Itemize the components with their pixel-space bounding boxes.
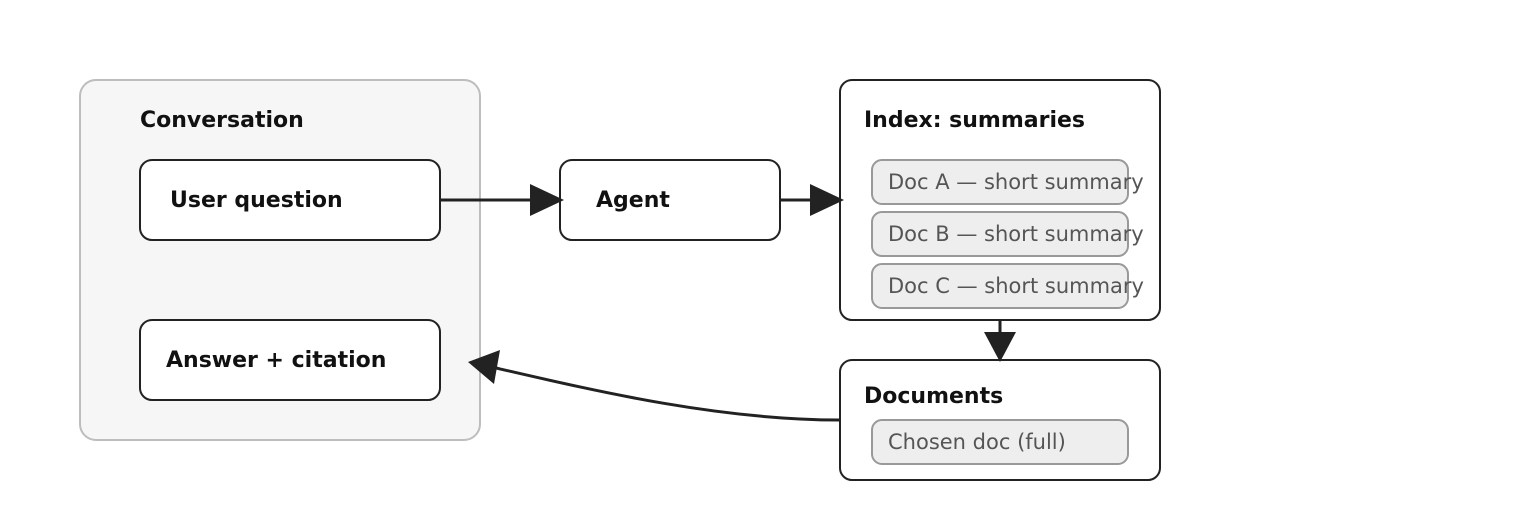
index-doc-item: Doc C — short summary xyxy=(871,263,1144,309)
agent-label: Agent xyxy=(596,188,670,213)
index-title: Index: summaries xyxy=(864,108,1085,133)
user-question-node: User question xyxy=(139,159,441,241)
answer-node: Answer + citation xyxy=(139,319,441,401)
conversation-title: Conversation xyxy=(140,108,304,133)
index-doc-label: Doc A — short summary xyxy=(888,170,1144,194)
chosen-doc-label: Chosen doc (full) xyxy=(888,430,1066,454)
arrow-question-to-agent xyxy=(440,184,564,216)
arrow-agent-to-index xyxy=(780,184,844,216)
answer-label: Answer + citation xyxy=(166,348,386,373)
index-doc-item: Doc A — short summary xyxy=(871,159,1144,205)
documents-node: Documents Chosen doc (full) xyxy=(839,359,1161,481)
arrow-index-to-documents xyxy=(984,320,1016,362)
user-question-label: User question xyxy=(170,188,343,213)
index-doc-label: Doc C — short summary xyxy=(888,274,1144,298)
arrow-documents-to-answer xyxy=(468,350,841,422)
index-node: Index: summaries Doc A — short summary D… xyxy=(839,79,1161,321)
agent-node: Agent xyxy=(559,159,781,241)
documents-title: Documents xyxy=(864,384,1003,409)
chosen-doc-item: Chosen doc (full) xyxy=(871,419,1129,465)
index-doc-label: Doc B — short summary xyxy=(888,222,1144,246)
index-doc-item: Doc B — short summary xyxy=(871,211,1144,257)
